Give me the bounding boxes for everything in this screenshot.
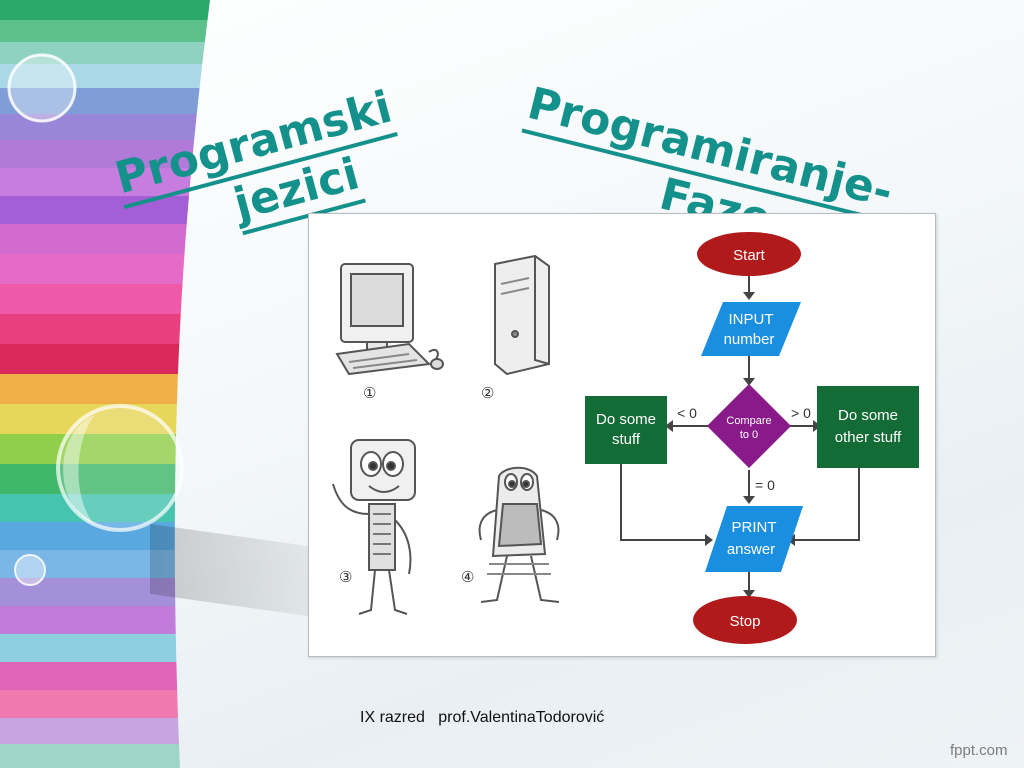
bubble-decoration bbox=[7, 53, 77, 123]
creature-sketch-icon bbox=[478, 466, 560, 603]
flowchart-left-process-box bbox=[585, 396, 667, 464]
bubble-decoration bbox=[14, 554, 46, 586]
phase-number-4: ④ bbox=[461, 569, 474, 586]
flowchart-print-shape bbox=[705, 506, 803, 572]
flowchart-decision-label-1: Compare bbox=[726, 415, 771, 427]
flowchart-input-shape bbox=[701, 302, 801, 356]
flowchart-start-terminal bbox=[697, 232, 801, 276]
flowchart-right-box-label-2: other stuff bbox=[835, 429, 902, 446]
flowchart-right-box-label-1: Do some bbox=[838, 407, 898, 424]
flowchart-print-label-2: answer bbox=[727, 541, 775, 558]
flowchart-label-less: < 0 bbox=[677, 405, 697, 421]
flowchart-input-label-1: INPUT bbox=[729, 311, 774, 328]
flowchart-stop-terminal bbox=[693, 596, 797, 644]
flowchart-right-process-box bbox=[817, 386, 919, 468]
phase-number-2: ② bbox=[481, 385, 494, 402]
flowchart-connectors bbox=[620, 276, 860, 594]
flowchart-start-label: Start bbox=[733, 247, 766, 264]
flowchart-decision-shape bbox=[707, 384, 791, 468]
bubble-decoration bbox=[56, 404, 184, 532]
rainbow-stripes-decoration bbox=[0, 0, 210, 768]
phase-number-1: ① bbox=[363, 385, 376, 402]
pc-tower-sketch-icon bbox=[494, 254, 550, 376]
flowchart-label-equal: = 0 bbox=[755, 477, 775, 493]
footer-author: IX razred prof.ValentinaTodorović bbox=[360, 709, 605, 726]
flowchart-stop-label: Stop bbox=[730, 613, 761, 630]
phase-number-3: ③ bbox=[339, 569, 352, 586]
flowchart-left-box-label-2: stuff bbox=[612, 431, 641, 448]
programming-illustration: ① ② ③ bbox=[308, 213, 936, 657]
brand-watermark: fppt.com bbox=[950, 742, 1008, 759]
flowchart-left-box-label-1: Do some bbox=[596, 411, 656, 428]
flowchart-print-label-1: PRINT bbox=[732, 519, 777, 536]
flowchart-input-label-2: number bbox=[724, 331, 775, 348]
robot-sketch-icon bbox=[332, 439, 416, 615]
computer-sketch-icon bbox=[335, 263, 444, 376]
flowchart-decision-label-2: to 0 bbox=[740, 429, 758, 441]
flowchart-label-greater: > 0 bbox=[791, 405, 811, 421]
